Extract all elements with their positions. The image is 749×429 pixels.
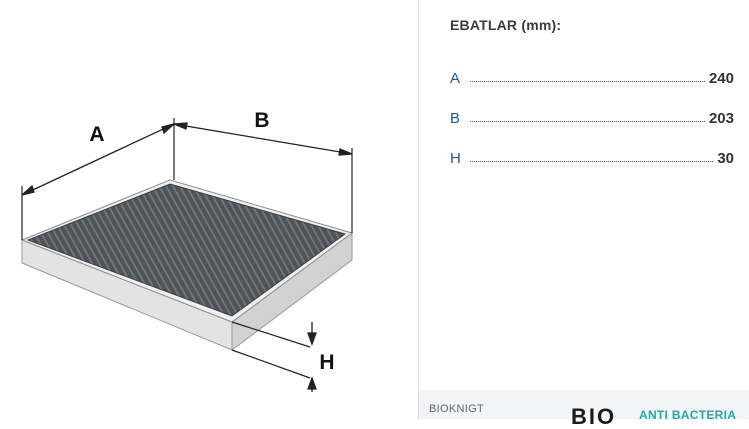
dimension-h-line [307, 322, 317, 392]
dimension-row-h: H 30 [450, 147, 734, 167]
dotted-leader [470, 121, 705, 122]
dimension-value: 203 [708, 110, 734, 127]
dimensions-panel: EBATLAR (mm): A 240 B 203 H 30 BIOKNIGT … [419, 0, 749, 428]
dimension-letter: A [450, 70, 461, 87]
dimension-letter: B [450, 110, 461, 127]
filter-dimension-diagram: A B H [20, 109, 354, 392]
panel-divider [418, 0, 419, 419]
dotted-leader [470, 81, 705, 82]
footer-band: BIOKNIGT [419, 390, 749, 419]
dimension-a-label: A [89, 123, 104, 146]
dotted-leader [470, 161, 714, 162]
bio-logo: BIO [571, 404, 617, 429]
brand-name: BIOKNIGT [429, 403, 484, 415]
extension-lines [21, 118, 353, 379]
dimension-value: 240 [708, 70, 734, 87]
filter-media [26, 183, 347, 317]
dimension-row-b: B 203 [450, 107, 734, 127]
dimensions-title: EBATLAR (mm): [450, 17, 562, 33]
dimension-b-line [173, 122, 353, 156]
dimension-b-label: B [254, 109, 269, 132]
dimension-value: 30 [717, 150, 734, 167]
dimension-h-label: H [319, 351, 334, 374]
product-image-panel: A B H [20, 109, 354, 392]
dimension-row-a: A 240 [450, 67, 734, 87]
anti-bacteria-badge: ANTI BACTERIA [639, 408, 737, 422]
dimension-letter: H [450, 150, 461, 167]
dimension-a-line [21, 123, 175, 196]
